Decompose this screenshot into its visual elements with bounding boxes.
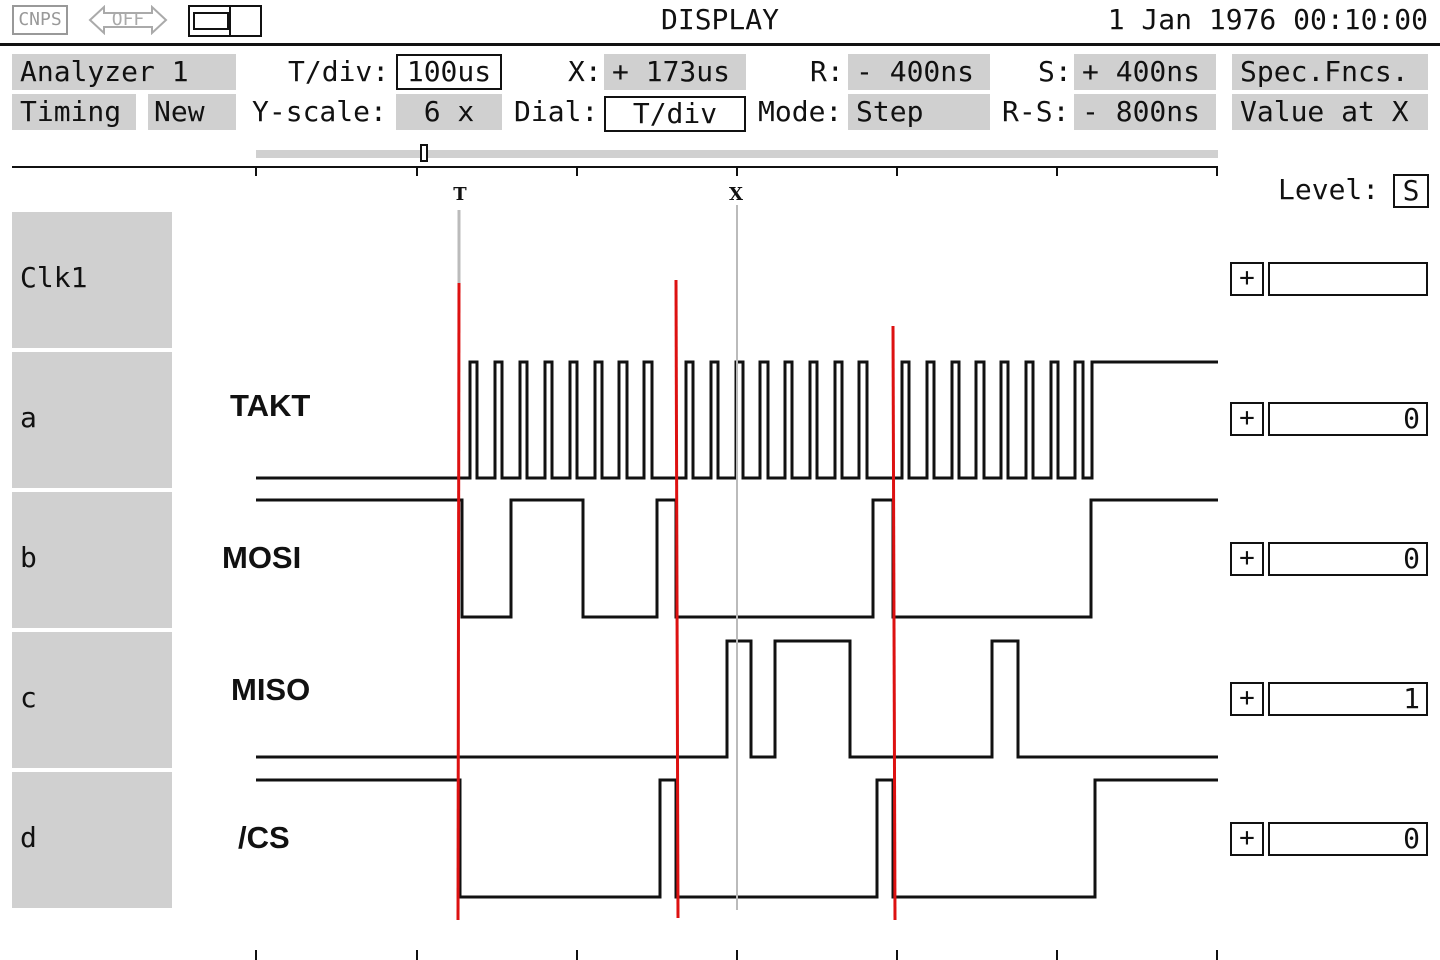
- waveform-mosi: [256, 498, 1218, 619]
- cursor-line-3: [891, 325, 897, 921]
- waveform-takt: [256, 360, 1218, 480]
- channel-d[interactable]: d: [12, 772, 172, 908]
- grid-lines: [12, 166, 1218, 960]
- r-label: R:: [810, 55, 844, 88]
- channel-clk1[interactable]: Clk1: [12, 212, 172, 348]
- off-button[interactable]: OFF: [88, 4, 168, 36]
- channel-b[interactable]: b: [12, 492, 172, 628]
- channel-d-plus-button[interactable]: +: [1230, 822, 1264, 856]
- spec-fncs-button[interactable]: Spec.Fncs.: [1232, 54, 1428, 90]
- off-arrow-icon: [88, 4, 168, 36]
- signal-label-cs: /CS: [238, 820, 290, 855]
- s-field[interactable]: + 400ns: [1074, 54, 1216, 90]
- tdiv-label: T/div:: [288, 55, 390, 88]
- x-label: X:: [568, 55, 602, 88]
- window-toggle-button[interactable]: [188, 5, 262, 37]
- channel-a[interactable]: a: [12, 352, 172, 488]
- time-scrollbar[interactable]: [256, 150, 1218, 158]
- window-icon: [193, 7, 231, 35]
- off-label: OFF: [111, 9, 145, 30]
- cursor-line-1: [456, 282, 461, 921]
- cursor-markers: [456, 205, 897, 921]
- channel-label: b: [20, 541, 37, 574]
- level-field[interactable]: S: [1393, 174, 1429, 208]
- signal-label-takt: TAKT: [230, 388, 311, 423]
- channel-c-value[interactable]: 1: [1268, 682, 1428, 716]
- yscale-field[interactable]: 6 x: [396, 94, 502, 130]
- yscale-label: Y-scale:: [252, 95, 387, 128]
- channel-d-value[interactable]: 0: [1268, 822, 1428, 856]
- rs-label: R-S:: [1002, 95, 1070, 128]
- r-field[interactable]: - 400ns: [848, 54, 990, 90]
- t-marker-label[interactable]: T: [453, 184, 467, 205]
- scrollbar-handle[interactable]: [420, 144, 428, 162]
- logo: CNPS: [12, 5, 68, 35]
- channel-a-plus-button[interactable]: +: [1230, 402, 1264, 436]
- mode-field[interactable]: Step: [848, 94, 990, 130]
- channel-clk1-value[interactable]: [1268, 262, 1428, 296]
- waveforms: [256, 360, 1218, 899]
- cursor-line-2: [674, 279, 680, 919]
- s-label: S:: [1038, 55, 1072, 88]
- signal-label-mosi: MOSI: [222, 540, 302, 575]
- waveform-miso: [256, 639, 1218, 759]
- channel-c[interactable]: c: [12, 632, 172, 768]
- dial-field[interactable]: T/div: [604, 96, 746, 132]
- value-at-x-button[interactable]: Value at X: [1232, 94, 1428, 130]
- mode-label: Mode:: [758, 95, 843, 128]
- x-field[interactable]: + 173us: [604, 54, 746, 90]
- channel-label: a: [20, 401, 37, 434]
- channel-c-plus-button[interactable]: +: [1230, 682, 1264, 716]
- channel-clk1-plus-button[interactable]: +: [1230, 262, 1264, 296]
- channel-a-value[interactable]: 0: [1268, 402, 1428, 436]
- timing-button[interactable]: Timing: [12, 94, 136, 130]
- rs-field[interactable]: - 800ns: [1074, 94, 1216, 130]
- level-label: Level:: [1278, 173, 1380, 206]
- x-marker-label[interactable]: X: [729, 184, 743, 205]
- new-button[interactable]: New: [148, 94, 236, 130]
- channel-label: Clk1: [20, 261, 88, 294]
- page-title: DISPLAY: [660, 3, 779, 36]
- channel-label: c: [20, 681, 37, 714]
- channel-b-value[interactable]: 0: [1268, 542, 1428, 576]
- analyzer-button[interactable]: Analyzer 1: [12, 54, 236, 90]
- channel-label: d: [20, 821, 37, 854]
- tdiv-field[interactable]: 100us: [396, 54, 502, 90]
- datetime: 1 Jan 1976 00:10:00: [1107, 3, 1428, 36]
- header-divider: [0, 43, 1440, 46]
- waveform-cs: [256, 778, 1218, 899]
- signal-label-miso: MISO: [231, 672, 311, 707]
- dial-label: Dial:: [514, 95, 599, 128]
- channel-b-plus-button[interactable]: +: [1230, 542, 1264, 576]
